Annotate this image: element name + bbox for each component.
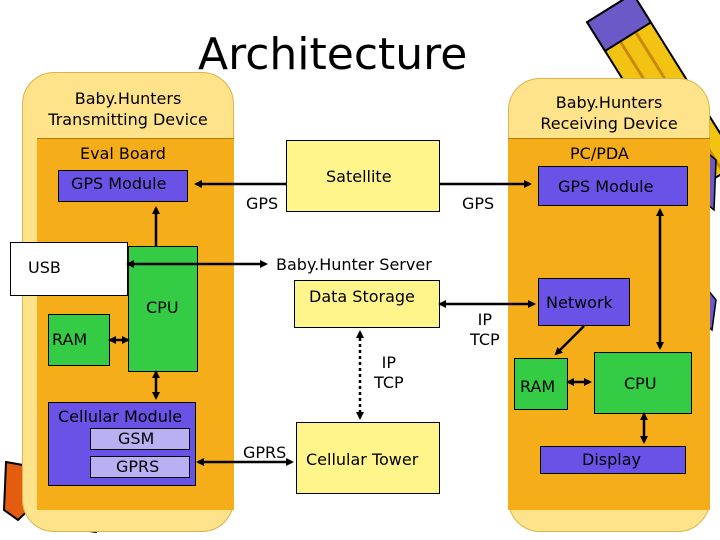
gps-module-receiver-label: GPS Module [558, 177, 654, 196]
network-label: Network [546, 293, 613, 312]
gprs-label-transmitter: GPRS [116, 457, 160, 476]
arrow-network-to-ram [554, 325, 585, 356]
cellular-tower-label: Cellular Tower [306, 450, 419, 469]
gps-link-label-right: GPS [462, 194, 495, 213]
gprs-box-transmitter [90, 456, 190, 478]
ram-label-receiver: RAM [520, 377, 556, 396]
gps-module-transmitter-label: GPS Module [71, 174, 167, 193]
server-label: Baby.Hunter Server [276, 255, 432, 274]
data-storage-label: Data Storage [309, 287, 415, 306]
cellular-tower-box [296, 422, 440, 494]
eval-board-label: Eval Board [80, 144, 166, 163]
ram-box-receiver [514, 358, 568, 410]
gps-module-receiver [538, 166, 688, 206]
gprs-link-label: GPRS [243, 443, 287, 462]
ram-box-transmitter [48, 314, 110, 366]
usb-box [10, 242, 128, 296]
gps-link-label-left: GPS [246, 194, 279, 213]
ip-tcp-label-mid: IP TCP [374, 353, 404, 392]
ip-tcp-label-right: IP TCP [470, 310, 500, 349]
page-title: Architecture [192, 30, 474, 80]
gps-module-transmitter [58, 170, 188, 202]
network-box [538, 278, 630, 326]
cpu-label-transmitter: CPU [146, 298, 179, 317]
transmitting-device-heading: Baby.Hunters Transmitting Device [48, 89, 208, 129]
satellite-box [286, 140, 440, 212]
cellular-module-label: Cellular Module [58, 407, 183, 426]
gsm-box [90, 428, 190, 450]
pc-pda-label: PC/PDA [570, 144, 629, 163]
usb-label: USB [28, 258, 61, 277]
satellite-label: Satellite [326, 167, 392, 186]
data-storage-box [294, 280, 440, 328]
cpu-label-receiver: CPU [624, 374, 657, 393]
gsm-label: GSM [118, 429, 155, 448]
receiving-device-heading: Baby.Hunters Receiving Device [540, 93, 678, 133]
display-box [540, 446, 686, 474]
ram-label-transmitter: RAM [52, 330, 88, 349]
display-label: Display [582, 450, 641, 469]
